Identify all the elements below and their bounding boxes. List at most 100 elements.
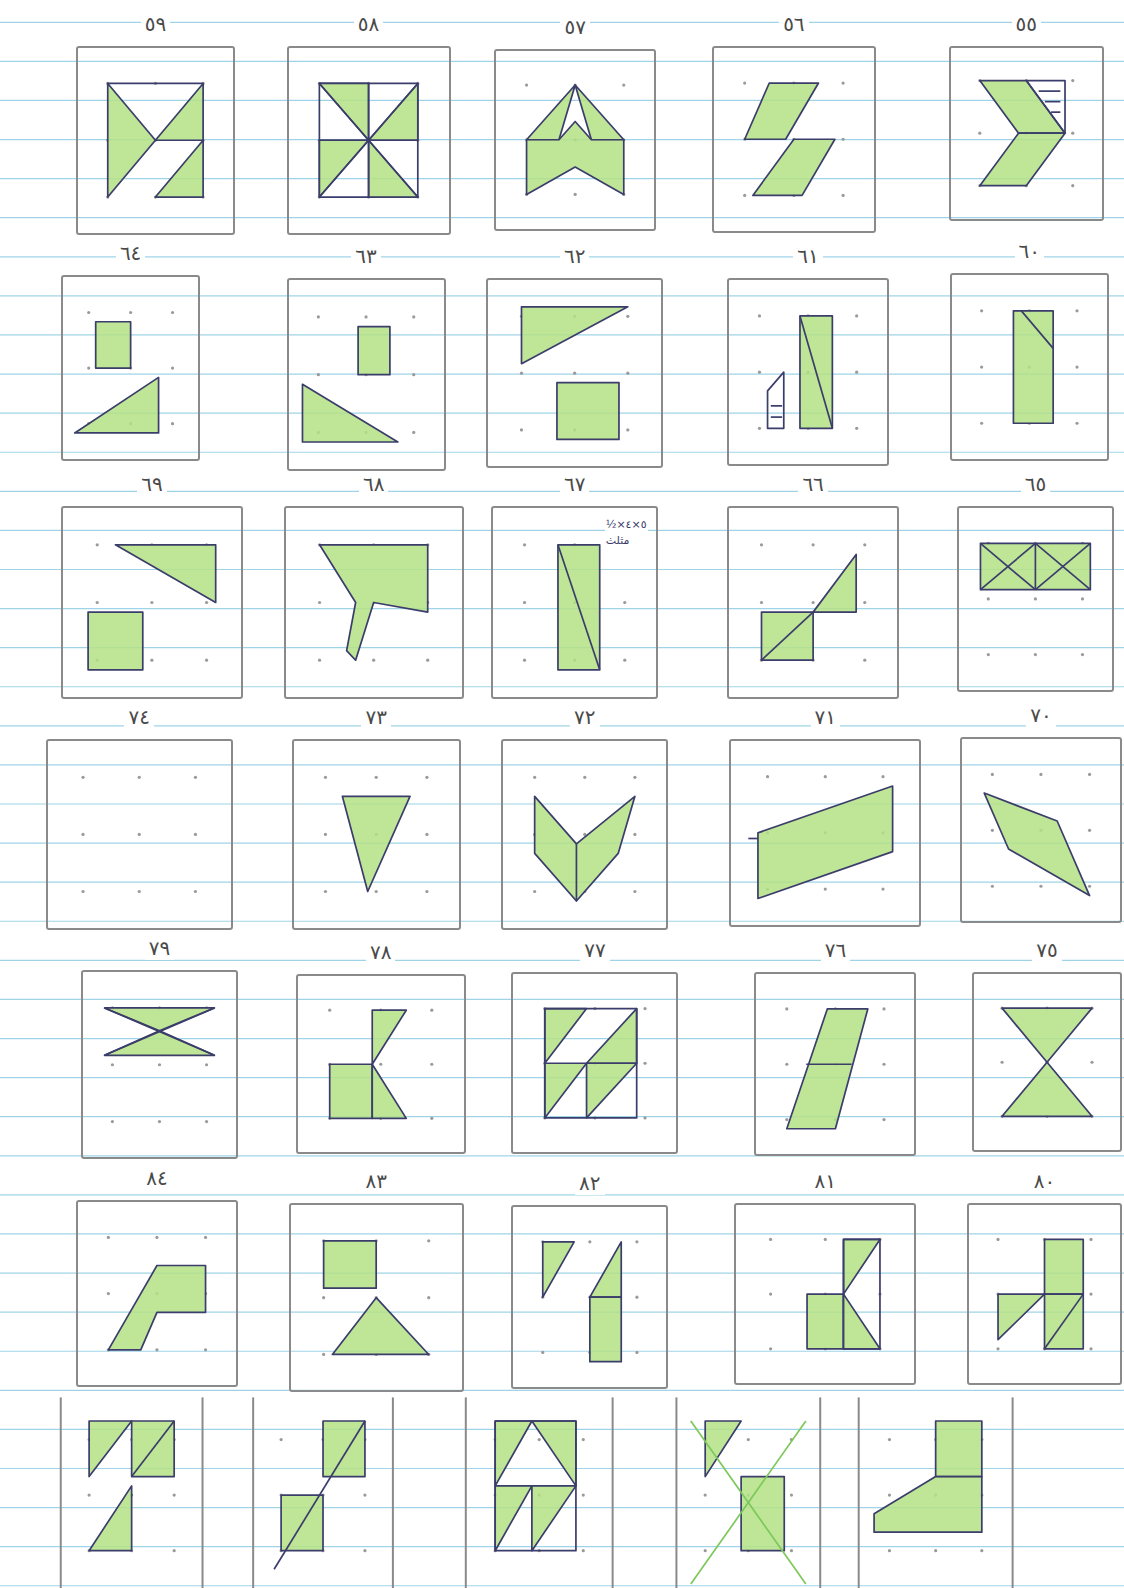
sketch-shape xyxy=(741,1477,784,1551)
ruled-line xyxy=(0,1155,1124,1156)
grid-dot xyxy=(138,776,141,779)
sketch-shape xyxy=(753,139,835,195)
grid-dot xyxy=(1089,1293,1092,1296)
sketch-shape xyxy=(545,1009,637,1118)
sketch-shape xyxy=(89,1421,132,1477)
grid-dot xyxy=(855,371,858,374)
grid-dot xyxy=(996,1238,999,1241)
grid-dot xyxy=(363,1549,366,1552)
grid-dot xyxy=(324,833,327,836)
grid-dot xyxy=(978,132,981,135)
grid-dot xyxy=(111,1063,114,1066)
grid-dot xyxy=(1075,309,1078,312)
grid-dot xyxy=(523,543,526,546)
exercise-box: ٨٣ xyxy=(289,1203,464,1392)
ruled-line xyxy=(0,921,1124,922)
sketch-shape xyxy=(998,1294,1044,1340)
sketch-shape xyxy=(302,384,397,442)
grid-dot xyxy=(523,601,526,604)
sketch-shape xyxy=(495,1421,532,1486)
exercise-box: ٨٠ xyxy=(967,1203,1122,1385)
exercise-number: ٥٩ xyxy=(141,12,170,36)
grid-dot xyxy=(204,1236,207,1239)
exercise-box: ٦٤ xyxy=(61,275,201,460)
grid-dot xyxy=(635,1351,638,1354)
sketch-shape xyxy=(691,1421,806,1584)
exercise-number: ٨٢ xyxy=(575,1171,604,1195)
figure xyxy=(105,1006,215,1123)
grid-dot xyxy=(318,659,321,662)
grid-dot xyxy=(158,1063,161,1066)
sketch-shape xyxy=(155,83,203,140)
grid-dot xyxy=(1088,829,1091,832)
ruled-line xyxy=(0,452,1124,453)
grid-dot xyxy=(987,597,990,600)
sketch-shape xyxy=(342,796,410,891)
figures xyxy=(61,79,1094,1588)
figure xyxy=(758,314,858,430)
grid-dot xyxy=(523,659,526,662)
grid-dot xyxy=(364,315,367,318)
grid-dot xyxy=(881,775,884,778)
grid-dot xyxy=(280,1438,283,1441)
exercise-number: ٧٤ xyxy=(124,705,153,729)
sketch-shape xyxy=(1045,1239,1084,1294)
sketch-shape xyxy=(768,372,784,428)
grid-dot xyxy=(582,1494,585,1497)
sketch-shape xyxy=(1013,311,1053,423)
grid-dot xyxy=(980,309,983,312)
sketch-shape xyxy=(105,1008,215,1031)
grid-dot xyxy=(626,428,629,431)
figure xyxy=(543,1007,646,1120)
grid-dot xyxy=(430,1117,433,1120)
exercise-box: ٧٢ xyxy=(501,739,668,929)
exercise-number: ٧٥ xyxy=(1032,938,1061,962)
grid-dot xyxy=(882,1007,885,1010)
figure xyxy=(88,543,216,670)
grid-dot xyxy=(855,427,858,430)
exercise-number: ٦١ xyxy=(793,244,822,268)
grid-dot xyxy=(1089,1347,1092,1350)
grid-dot xyxy=(622,83,625,86)
exercise-number: ٧١ xyxy=(811,705,840,729)
grid-dot xyxy=(533,890,536,893)
figure xyxy=(785,1007,885,1128)
grid-dot xyxy=(888,1549,891,1552)
sketch-shape xyxy=(980,81,1065,134)
sketch-shape xyxy=(332,1298,428,1355)
grid-dot xyxy=(769,1293,772,1296)
exercise-box: ٥٥ xyxy=(949,46,1104,221)
grid-dot xyxy=(194,890,197,893)
exercise-box: ٥٩ xyxy=(76,46,235,235)
grid-dot xyxy=(582,1438,585,1441)
grid-dot xyxy=(375,776,378,779)
grid-dot xyxy=(427,1239,430,1242)
figure xyxy=(980,309,1079,425)
sketch-shape xyxy=(545,1009,587,1064)
grid-dot xyxy=(758,427,761,430)
exercise-box: ٦٧ xyxy=(491,506,658,698)
grid-dot xyxy=(704,1549,707,1552)
sketch-shape xyxy=(132,1421,175,1477)
exercise-box: ٨٤ xyxy=(76,1200,238,1387)
exercise-box: ٧٨ xyxy=(296,974,466,1154)
sketch-shape xyxy=(1035,543,1090,589)
grid-dot xyxy=(205,659,208,662)
figure xyxy=(318,82,420,199)
grid-dot xyxy=(328,1009,331,1012)
exercise-box: ٥٦ xyxy=(712,46,876,233)
grid-dot xyxy=(812,543,815,546)
exercise-number: ٦٠ xyxy=(1015,239,1044,263)
grid-dot xyxy=(588,1240,591,1243)
grid-dot xyxy=(882,1118,885,1121)
grid-dot xyxy=(633,890,636,893)
grid-dot xyxy=(155,1348,158,1351)
ruled-line xyxy=(0,1233,1124,1234)
grid-dot xyxy=(643,1116,646,1119)
margin-note: مثلث xyxy=(605,534,631,547)
ruled-line xyxy=(0,530,1124,531)
grid-dot xyxy=(863,543,866,546)
grid-dot xyxy=(1088,773,1091,776)
sketch-shape xyxy=(844,1239,880,1348)
